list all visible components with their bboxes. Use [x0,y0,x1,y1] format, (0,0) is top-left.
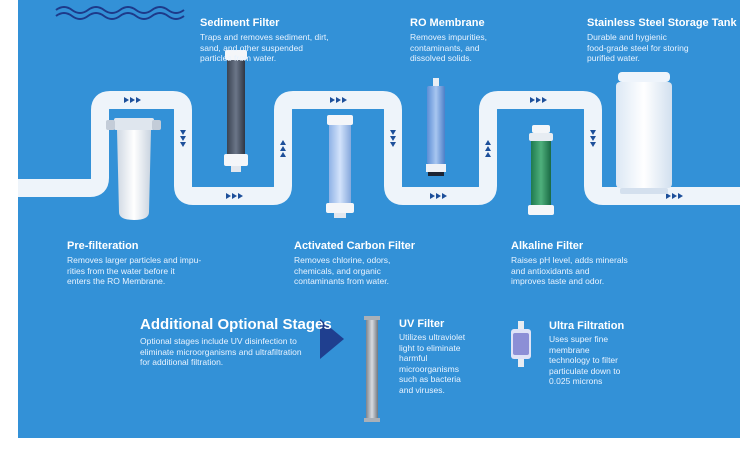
pre-filteration-desc: Removes larger particles and impu- ritie… [67,255,202,286]
ultra-filtration-module [511,321,531,367]
ro-membrane-cartridge [426,78,446,176]
ro-membrane-title: RO Membrane [410,17,485,29]
carbon-filter-desc: Removes chlorine, odors, chemicals, and … [294,255,391,286]
wave-icon [55,6,185,14]
infographic-panel: Sediment Filter Traps and removes sedime… [18,0,740,438]
wave-icon [55,12,185,20]
uv-filter-desc: Utilizes ultraviolet light to eliminate … [399,332,466,395]
sediment-filter-title: Sediment Filter [200,17,280,29]
carbon-filter-cartridge [326,115,354,218]
ultra-filtration-desc: Uses super fine membrane technology to f… [549,334,621,386]
storage-tank [616,72,672,194]
optional-stages-title: Additional Optional Stages [140,316,332,333]
alkaline-filter-cartridge [528,125,554,215]
carbon-filter-title: Activated Carbon Filter [294,240,416,252]
uv-filter-tube [364,316,380,422]
optional-stages-desc: Optional stages include UV disinfection … [140,336,302,367]
alkaline-filter-desc: Raises pH level, adds minerals and antio… [511,255,628,286]
ro-membrane-desc: Removes impurities, contaminants, and di… [410,32,487,63]
sediment-filter-cartridge [224,50,248,172]
flow-arrow-icon [124,97,683,199]
storage-tank-title: Stainless Steel Storage Tank [587,17,737,29]
pre-filter-housing [106,118,161,220]
uv-filter-title: UV Filter [399,318,445,330]
storage-tank-desc: Durable and hygienic food-grade steel fo… [587,32,689,63]
alkaline-filter-title: Alkaline Filter [511,240,584,252]
pre-filteration-title: Pre-filteration [67,240,139,252]
ultra-filtration-title: Ultra Filtration [549,320,625,332]
play-triangle-icon [320,319,344,359]
pipeline-illustration [18,6,740,422]
sediment-filter-desc: Traps and removes sediment, dirt, sand, … [200,32,329,63]
